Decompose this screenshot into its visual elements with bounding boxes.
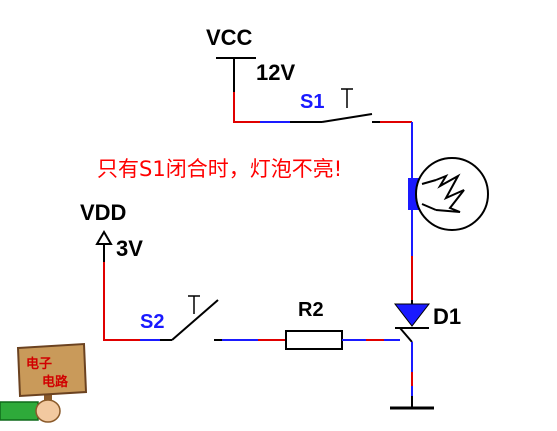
vdd-voltage-label: 3V <box>116 236 143 261</box>
vcc-voltage-label: 12V <box>256 60 295 85</box>
s2-switch: S2 <box>140 295 222 341</box>
note-text: 只有S1闭合时，灯泡不亮! <box>97 157 342 181</box>
lamp-lead-top <box>421 179 437 185</box>
logo-line1: 电子 <box>26 356 52 372</box>
d1-diode: D1 <box>393 300 461 343</box>
logo-line2: 电路 <box>42 374 69 390</box>
vcc-label: VCC <box>206 25 253 50</box>
s1-switch: S1 <box>290 88 380 123</box>
logo: 电子 电路 <box>0 342 88 423</box>
ground <box>390 396 434 410</box>
diode-bottom-lead-left <box>399 327 413 343</box>
s1-blade <box>321 113 373 123</box>
d1-label: D1 <box>433 304 461 329</box>
r2-label: R2 <box>298 299 324 321</box>
r2-resistor: R2 <box>285 299 343 350</box>
wire-vdd-red <box>103 262 140 341</box>
logo-sleeve <box>0 401 39 421</box>
vdd-supply: VDD 3V <box>80 200 143 262</box>
lamp-bulb-icon <box>415 157 489 231</box>
logo-board <box>16 342 88 398</box>
s2-blade <box>171 299 219 341</box>
wire-vcc-red <box>233 92 260 123</box>
s1-label: S1 <box>300 91 324 113</box>
logo-hand-icon <box>35 399 61 423</box>
arrow-up-source-icon <box>95 230 113 245</box>
diode-icon <box>393 303 431 327</box>
resistor-icon <box>285 330 343 350</box>
lamp-lead-bottom <box>421 203 437 211</box>
lamp-filament <box>435 173 465 213</box>
lamp <box>408 157 489 231</box>
s2-label: S2 <box>140 311 164 333</box>
vcc-supply: VCC 12V <box>206 25 295 92</box>
vdd-label: VDD <box>80 200 126 225</box>
